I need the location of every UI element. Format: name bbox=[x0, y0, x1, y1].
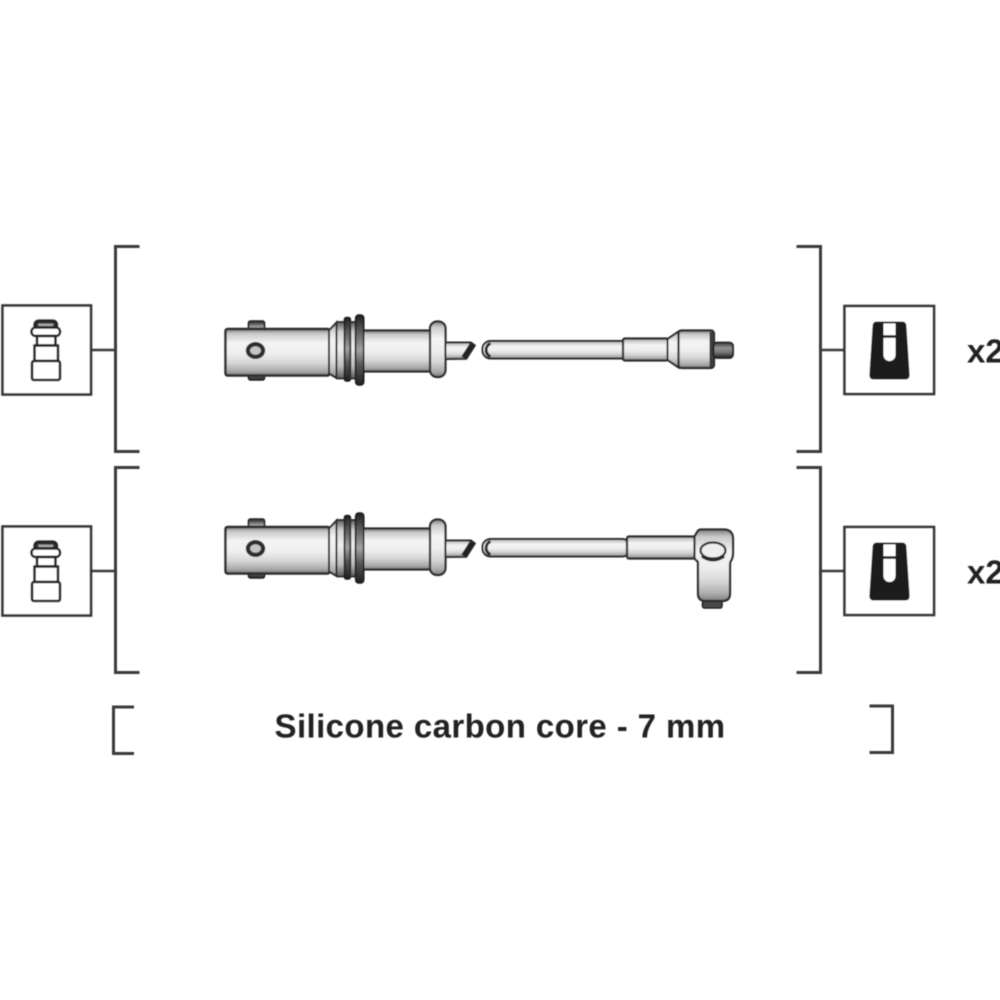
svg-text:x2: x2 bbox=[967, 333, 1000, 370]
svg-text:x2: x2 bbox=[967, 554, 1000, 591]
svg-text:Silicone carbon core - 7 mm: Silicone carbon core - 7 mm bbox=[275, 708, 726, 745]
